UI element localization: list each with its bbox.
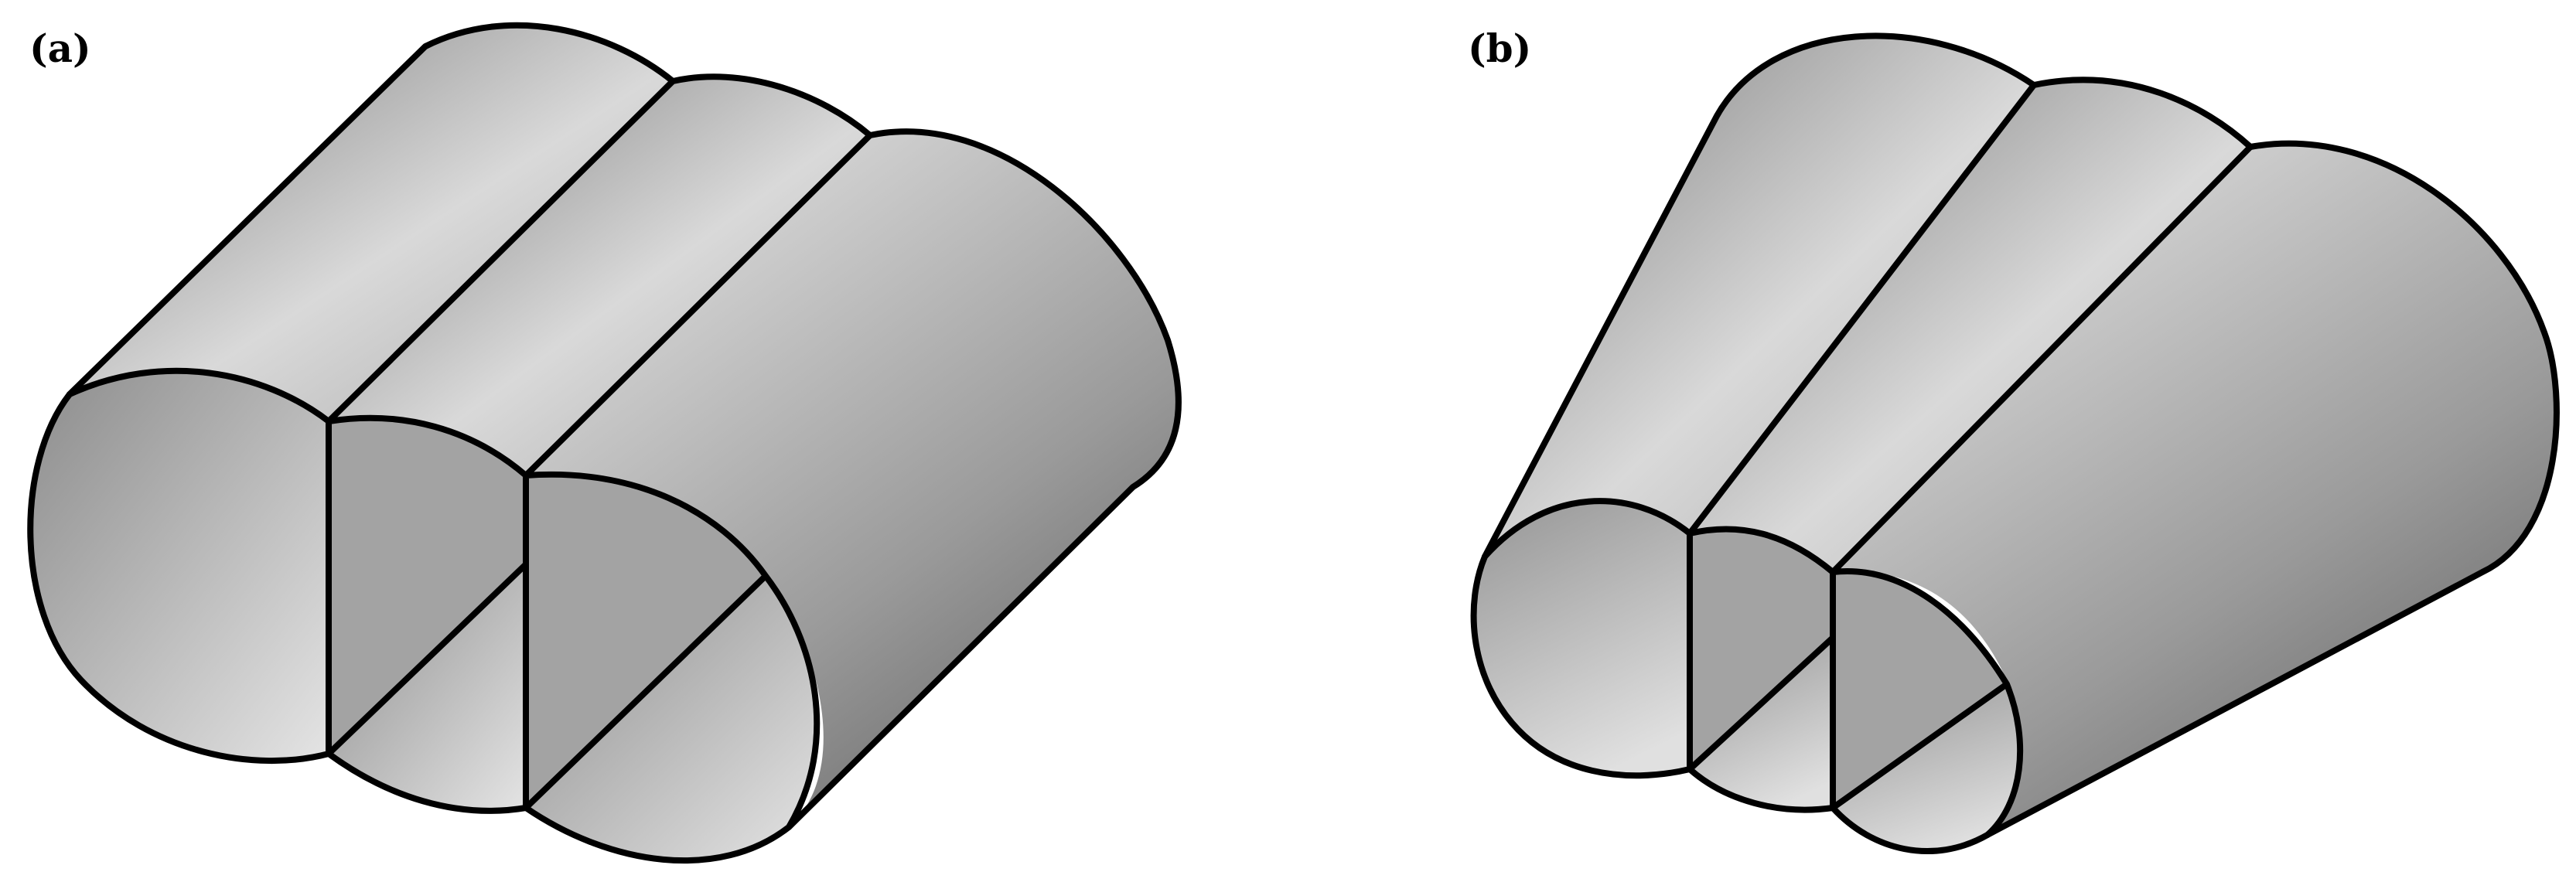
panel-b-solid xyxy=(1470,32,2560,855)
panel-b-label: (b) xyxy=(1468,26,1531,71)
panel-a-lobe-2-top xyxy=(329,77,870,475)
panel-a-lobe-1-top xyxy=(70,25,673,421)
panel-b-face-3-lower xyxy=(1833,684,2021,852)
panel-b-face-2-upper xyxy=(1690,529,1833,769)
panel-a-face-1 xyxy=(30,370,329,761)
panel-a-face-2-upper xyxy=(329,417,526,754)
panel-b: (b) xyxy=(1468,26,2560,855)
panel-a-solid xyxy=(27,22,1182,864)
panel-b-face-2-lower xyxy=(1690,638,1833,810)
panel-b-lobe-3-side xyxy=(1833,143,2557,836)
panel-a-label: (a) xyxy=(29,26,91,71)
panel-b-face-1 xyxy=(1473,501,1690,776)
panel-a-face-3-lower xyxy=(526,576,817,861)
panel-a-lobe-3-side xyxy=(526,131,1179,827)
panel-b-lobe-2-top xyxy=(1690,80,2250,572)
panel-a-edges xyxy=(67,78,873,830)
panel-b-edges xyxy=(1482,82,2254,838)
panel-a-face-2-lower xyxy=(329,564,526,811)
panel-a: (a) xyxy=(27,22,1182,864)
panel-b-outline xyxy=(1470,32,2560,855)
panel-a-face-3-upper xyxy=(526,474,766,808)
panel-b-lobe-1-top xyxy=(1485,36,2034,557)
